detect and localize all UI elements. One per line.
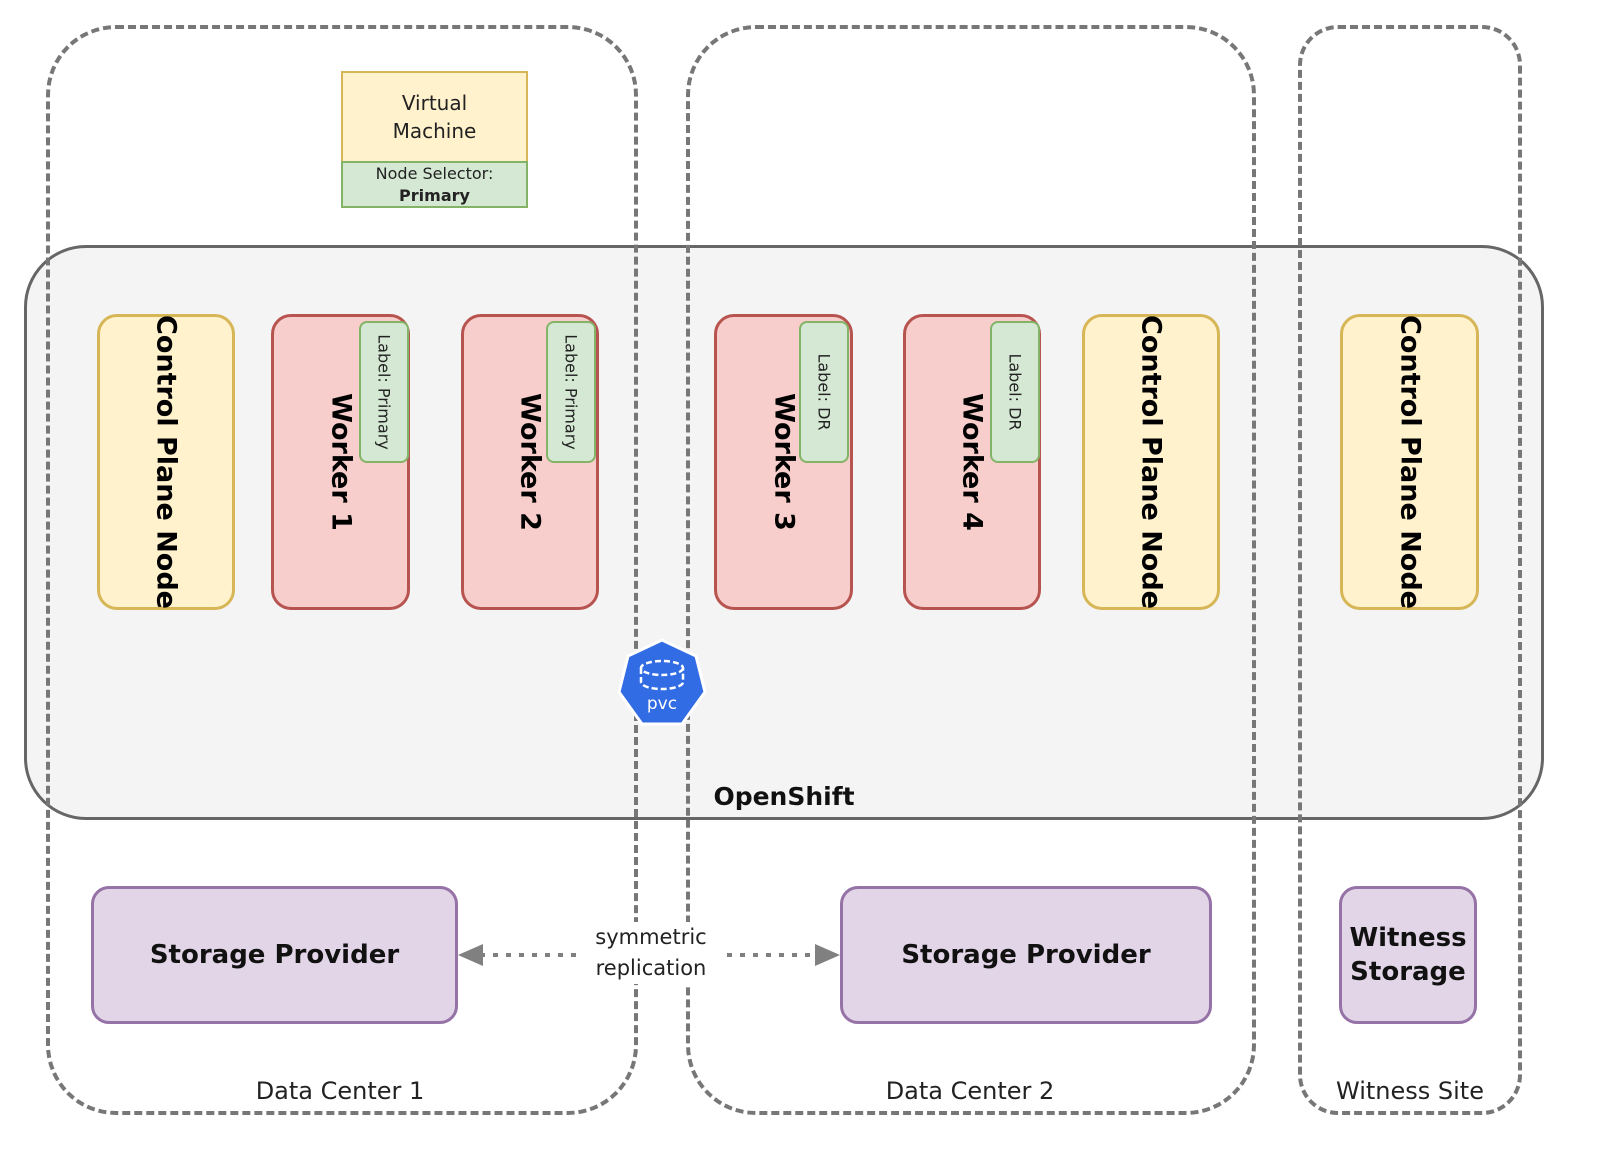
site-label-data-center-1: Data Center 1	[255, 1077, 425, 1105]
site-witness	[1298, 25, 1522, 1115]
vm-selector-label: Node Selector:	[375, 163, 494, 183]
replication-label: symmetric replication	[580, 922, 722, 984]
witness-storage-line1: Witness	[1349, 923, 1467, 953]
arrowhead-right-icon	[815, 944, 840, 966]
node-label-tag: Label: DR	[799, 321, 849, 463]
storage-label: Storage Provider	[149, 940, 400, 970]
vm-title-line2: Machine	[392, 119, 477, 143]
site-label-data-center-2: Data Center 2	[885, 1077, 1055, 1105]
node-tag-text: Label: DR	[814, 353, 834, 431]
replication-label-line2: replication	[580, 953, 722, 984]
site-data-center-2	[686, 25, 1256, 1115]
site-label-witness: Witness Site	[1336, 1077, 1484, 1105]
node-label: Control Plane Node	[1135, 315, 1167, 609]
storage-label: Storage Provider	[901, 940, 1151, 970]
virtual-machine: Virtual Machine	[341, 71, 528, 163]
node-label: Worker 2	[514, 393, 546, 531]
node-label: Control Plane Node	[1394, 315, 1425, 609]
worker-node-1: Worker 1 Label: Primary	[271, 314, 410, 610]
witness-storage-line2: Storage	[1350, 957, 1466, 987]
node-label-tag: Label: Primary	[359, 321, 409, 463]
vm-selector-value: Primary	[399, 185, 470, 205]
node-label: Worker 1	[325, 393, 356, 531]
worker-node-4: Worker 4 Label: DR	[903, 314, 1041, 610]
replication-label-line1: symmetric	[580, 922, 722, 953]
control-plane-node-dc2: Control Plane Node	[1082, 314, 1220, 610]
vm-node-selector: Node Selector: Primary	[341, 161, 528, 208]
worker-node-2: Worker 2 Label: Primary	[461, 314, 599, 610]
node-label: Worker 3	[768, 393, 799, 531]
control-plane-node-dc1: Control Plane Node	[97, 314, 235, 610]
storage-provider-dc2: Storage Provider	[840, 886, 1212, 1024]
openshift-cluster-label: OpenShift	[713, 782, 855, 811]
node-label: Worker 4	[956, 393, 988, 531]
node-label: Control Plane Node	[150, 315, 182, 609]
site-data-center-1	[46, 25, 638, 1115]
node-tag-text: Label: Primary	[561, 334, 581, 450]
arrowhead-left-icon	[458, 944, 483, 966]
node-tag-text: Label: DR	[1005, 353, 1025, 431]
pvc-volume-icon	[617, 638, 707, 726]
vm-title-line1: Virtual	[401, 91, 468, 115]
witness-storage: Witness Storage	[1339, 886, 1477, 1024]
node-label-tag: Label: DR	[990, 321, 1040, 463]
node-label-tag: Label: Primary	[546, 321, 596, 463]
worker-node-3: Worker 3 Label: DR	[714, 314, 853, 610]
pvc-label: pvc	[646, 694, 678, 714]
node-tag-text: Label: Primary	[374, 334, 394, 450]
storage-provider-dc1: Storage Provider	[91, 886, 458, 1024]
pvc: pvc	[616, 638, 708, 730]
control-plane-node-witness: Control Plane Node	[1340, 314, 1479, 610]
